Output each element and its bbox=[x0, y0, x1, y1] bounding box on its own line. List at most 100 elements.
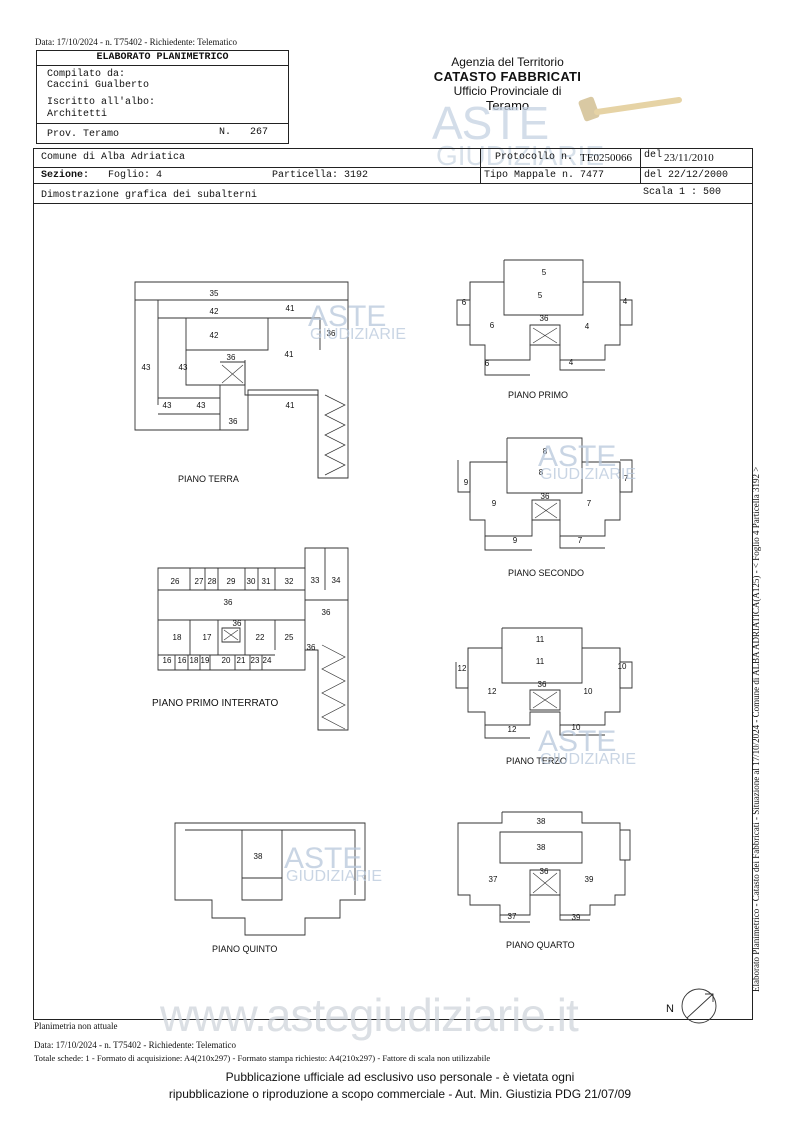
title-piano-secondo: PIANO SECONDO bbox=[508, 568, 585, 578]
unit-label-terzo: 10 bbox=[617, 662, 627, 671]
unit-label-interrato: 27 bbox=[194, 577, 204, 586]
ufficio-label: Ufficio Provinciale di bbox=[453, 84, 562, 98]
info-row-divider-1 bbox=[33, 167, 753, 168]
agency-block: Agenzia del Territorio CATASTO FABBRICAT… bbox=[400, 55, 615, 113]
unit-label-interrato: 18 bbox=[189, 656, 199, 665]
unit-label-secondo: 8 bbox=[542, 447, 548, 456]
non-attuale: Planimetria non attuale bbox=[34, 1021, 118, 1031]
unit-label-interrato: 28 bbox=[207, 577, 217, 586]
unit-label-secondo: 7 bbox=[577, 536, 583, 545]
unit-label-secondo: 36 bbox=[540, 492, 550, 501]
plan-piano-terra bbox=[134, 281, 349, 479]
del1-label: del bbox=[644, 150, 663, 161]
info-row-divider-3 bbox=[33, 203, 753, 204]
header-box: ELABORATO PLANIMETRICO Compilato da: Cac… bbox=[36, 50, 289, 144]
unit-label-primo: 4 bbox=[622, 297, 628, 306]
plan-piano-secondo bbox=[457, 437, 633, 551]
unit-label-interrato: 36 bbox=[223, 598, 233, 607]
unit-label-interrato: 29 bbox=[226, 577, 236, 586]
del2: del 22/12/2000 bbox=[644, 170, 729, 181]
unit-label-interrato: 19 bbox=[200, 656, 210, 665]
info-row-divider-2 bbox=[33, 183, 753, 184]
compilato-name: Caccini Gualberto bbox=[47, 80, 150, 91]
unit-label-secondo: 8 bbox=[538, 468, 544, 477]
title-piano-terzo: PIANO TERZO bbox=[506, 756, 567, 766]
unit-label-interrato: 24 bbox=[262, 656, 272, 665]
unit-label-terzo: 12 bbox=[487, 687, 497, 696]
unit-label-terra: 43 bbox=[178, 363, 188, 372]
unit-label-secondo: 7 bbox=[586, 499, 592, 508]
unit-label-primo: 4 bbox=[584, 322, 590, 331]
n-label: N. bbox=[219, 127, 232, 138]
dimostrazione: Dimostrazione grafica dei subalterni bbox=[41, 190, 258, 201]
catasto-title: CATASTO FABBRICATI bbox=[433, 69, 582, 84]
unit-label-terzo: 11 bbox=[535, 657, 545, 666]
unit-label-interrato: 21 bbox=[236, 656, 246, 665]
unit-label-terzo: 10 bbox=[583, 687, 593, 696]
iscritto-value: Architetti bbox=[47, 109, 108, 120]
doc-title: ELABORATO PLANIMETRICO bbox=[37, 51, 288, 66]
pub-line-1: Pubblicazione ufficiale ad esclusivo uso… bbox=[225, 1070, 575, 1084]
title-piano-primo: PIANO PRIMO bbox=[508, 390, 569, 400]
unit-label-quarto: 38 bbox=[536, 843, 546, 852]
north-label: N bbox=[666, 1003, 674, 1015]
info-col-divider-1 bbox=[480, 148, 481, 184]
plan-piano-primo bbox=[456, 259, 633, 376]
comune: Comune di Alba Adriatica bbox=[41, 152, 186, 163]
unit-label-terra: 42 bbox=[209, 331, 219, 340]
unit-label-terra: 43 bbox=[162, 401, 172, 410]
scala: Scala 1 : 500 bbox=[643, 187, 722, 198]
foglio: Foglio: 4 bbox=[108, 170, 163, 181]
footer-schede-line: Totale schede: 1 - Formato di acquisizio… bbox=[34, 1053, 491, 1063]
unit-label-terra: 42 bbox=[209, 307, 219, 316]
unit-label-terra: 36 bbox=[326, 329, 336, 338]
unit-label-quarto: 37 bbox=[507, 912, 517, 921]
del1-value: 23/11/2010 bbox=[664, 152, 714, 164]
gavel-icon bbox=[578, 96, 682, 122]
protocollo-value: TE0250066 bbox=[580, 152, 632, 164]
unit-label-interrato: 16 bbox=[162, 656, 172, 665]
unit-label-secondo: 7 bbox=[623, 474, 629, 483]
unit-label-primo: 36 bbox=[539, 314, 549, 323]
unit-label-interrato: 22 bbox=[255, 633, 265, 642]
title-piano-primo-interrato: PIANO PRIMO INTERRATO bbox=[152, 698, 279, 709]
unit-label-interrato: 20 bbox=[221, 656, 231, 665]
unit-label-terra: 41 bbox=[284, 350, 294, 359]
unit-label-quarto: 39 bbox=[584, 875, 594, 884]
header-divider bbox=[37, 123, 288, 124]
north-arrow-icon bbox=[681, 988, 717, 1024]
plan-piano-quinto bbox=[174, 822, 366, 936]
unit-label-primo: 6 bbox=[489, 321, 495, 330]
unit-label-terra: 41 bbox=[285, 401, 295, 410]
compilato-label: Compilato da: bbox=[47, 69, 126, 80]
unit-label-interrato: 34 bbox=[331, 576, 341, 585]
unit-label-terra: 41 bbox=[285, 304, 295, 313]
unit-label-quarto: 39 bbox=[571, 913, 581, 922]
title-piano-quinto: PIANO QUINTO bbox=[212, 944, 278, 954]
unit-label-interrato: 36 bbox=[321, 608, 331, 617]
particella: Particella: 3192 bbox=[272, 170, 369, 181]
drawing-frame bbox=[33, 148, 753, 1020]
plan-piano-primo-interrato bbox=[157, 547, 349, 731]
top-note: Data: 17/10/2024 - n. T75402 - Richieden… bbox=[35, 37, 237, 47]
plan-piano-quarto bbox=[457, 811, 631, 923]
unit-label-primo: 4 bbox=[568, 358, 574, 367]
plan-piano-terzo bbox=[455, 627, 633, 739]
unit-label-terzo: 36 bbox=[537, 680, 547, 689]
agency-name: Agenzia del Territorio bbox=[451, 55, 564, 69]
unit-label-primo: 6 bbox=[461, 298, 467, 307]
unit-label-interrato: 33 bbox=[310, 576, 320, 585]
iscritto-label: Iscritto all'albo: bbox=[47, 97, 156, 108]
unit-label-interrato: 32 bbox=[284, 577, 294, 586]
title-piano-quarto: PIANO QUARTO bbox=[506, 940, 575, 950]
unit-label-interrato: 25 bbox=[284, 633, 294, 642]
protocollo-label: Protocollo n. bbox=[495, 152, 574, 163]
tipo-mappale: Tipo Mappale n. 7477 bbox=[484, 170, 605, 181]
unit-label-interrato: 31 bbox=[261, 577, 271, 586]
unit-label-terzo: 12 bbox=[507, 725, 517, 734]
unit-label-primo: 5 bbox=[541, 268, 547, 277]
pub-line-2: ripubblicazione o riproduzione a scopo c… bbox=[168, 1087, 632, 1101]
unit-label-primo: 5 bbox=[537, 291, 543, 300]
title-piano-terra: PIANO TERRA bbox=[178, 474, 239, 484]
unit-label-terzo: 10 bbox=[571, 723, 581, 732]
